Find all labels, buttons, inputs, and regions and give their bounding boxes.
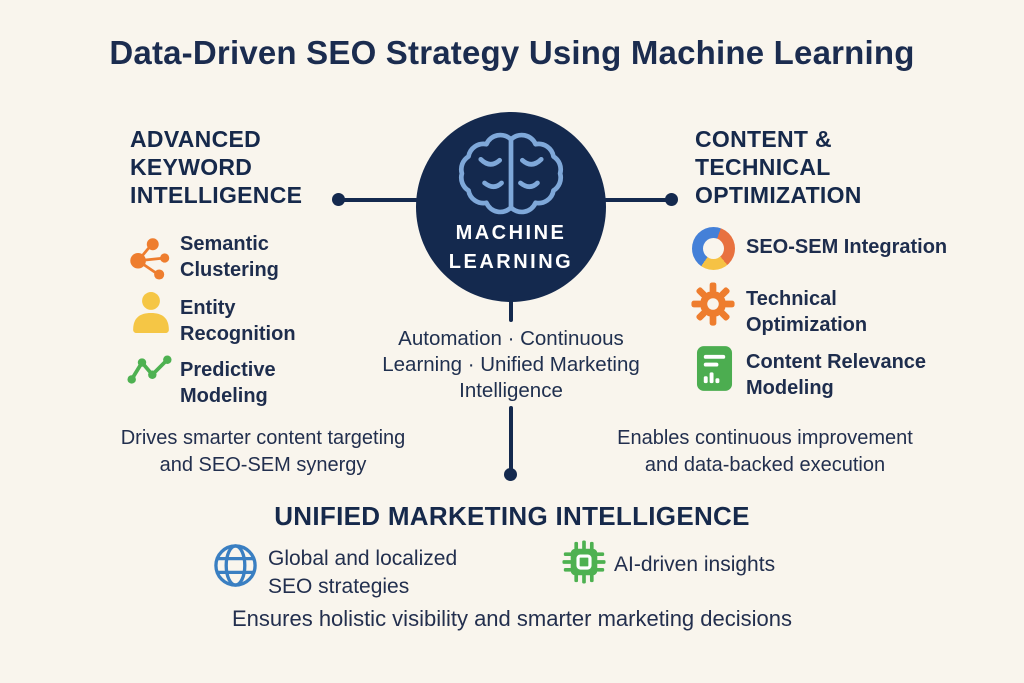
bottom-item-label-global-seo: Global and localized SEO strategies [268,547,458,598]
cluster-icon [130,238,170,280]
machine-learning-subtext: Automation · Continuous Learning · Unifi… [361,326,661,404]
donut-icon [692,227,735,270]
bottom-summary: Ensures holistic visibility and smarter … [232,606,792,631]
left-item-label-semantic-clustering: Semantic Clustering [180,233,279,281]
person-icon [133,292,169,333]
gear-icon [691,282,735,326]
right-connector-dot [665,193,678,206]
right-section-heading: CONTENT & TECHNICAL OPTIMIZATION [695,126,862,208]
chip-icon [562,540,606,584]
bottom-section-heading: UNIFIED MARKETING INTELLIGENCE [274,501,750,531]
left-summary-line1: Drives smarter content targeting [120,427,406,449]
right-summary-line2: and data-backed execution [644,454,886,476]
machine-learning-label-line2: LEARNING [448,251,574,273]
right-summary-line1: Enables continuous improvement [617,427,913,449]
document-icon [696,346,733,391]
subtext-line3: Intelligence [459,379,563,402]
left-section-heading: ADVANCED KEYWORD INTELLIGENCE [130,126,303,208]
left-summary-line2: and SEO-SEM synergy [159,454,367,476]
right-item-label-content-relevance-modeling: Content Relevance Modeling [746,351,927,399]
right-item-label-seo-sem-integration: SEO-SEM Integration [746,236,948,258]
left-connector-dot [332,193,345,206]
subtext-line2: Learning · Unified Marketing [382,353,640,376]
left-summary: Drives smarter content targeting and SEO… [63,425,463,479]
left-item-label-predictive-modeling: Predictive Modeling [180,359,276,407]
machine-learning-node: MACHINE LEARNING [416,112,606,302]
right-connector-line [604,198,670,202]
subtext-line1: Automation · Continuous [398,327,624,350]
right-item-label-technical-optimization: Technical Optimization [746,288,868,336]
bottom-connector-dot [504,468,517,481]
left-item-label-entity-recognition: Entity Recognition [180,297,296,345]
bottom-connector-line-lower [509,406,513,472]
bottom-item-label-ai-insights: AI-driven insights [614,553,776,576]
bottom-connector-line-upper [509,295,513,322]
globe-icon [214,544,257,587]
left-connector-line [340,198,418,202]
machine-learning-label: MACHINE LEARNING [449,219,573,277]
page-title: Data-Driven SEO Strategy Using Machine L… [109,34,915,71]
right-summary: Enables continuous improvement and data-… [565,425,965,479]
trend-icon [127,355,172,384]
machine-learning-label-line1: MACHINE [455,222,567,244]
brain-icon [459,132,563,215]
